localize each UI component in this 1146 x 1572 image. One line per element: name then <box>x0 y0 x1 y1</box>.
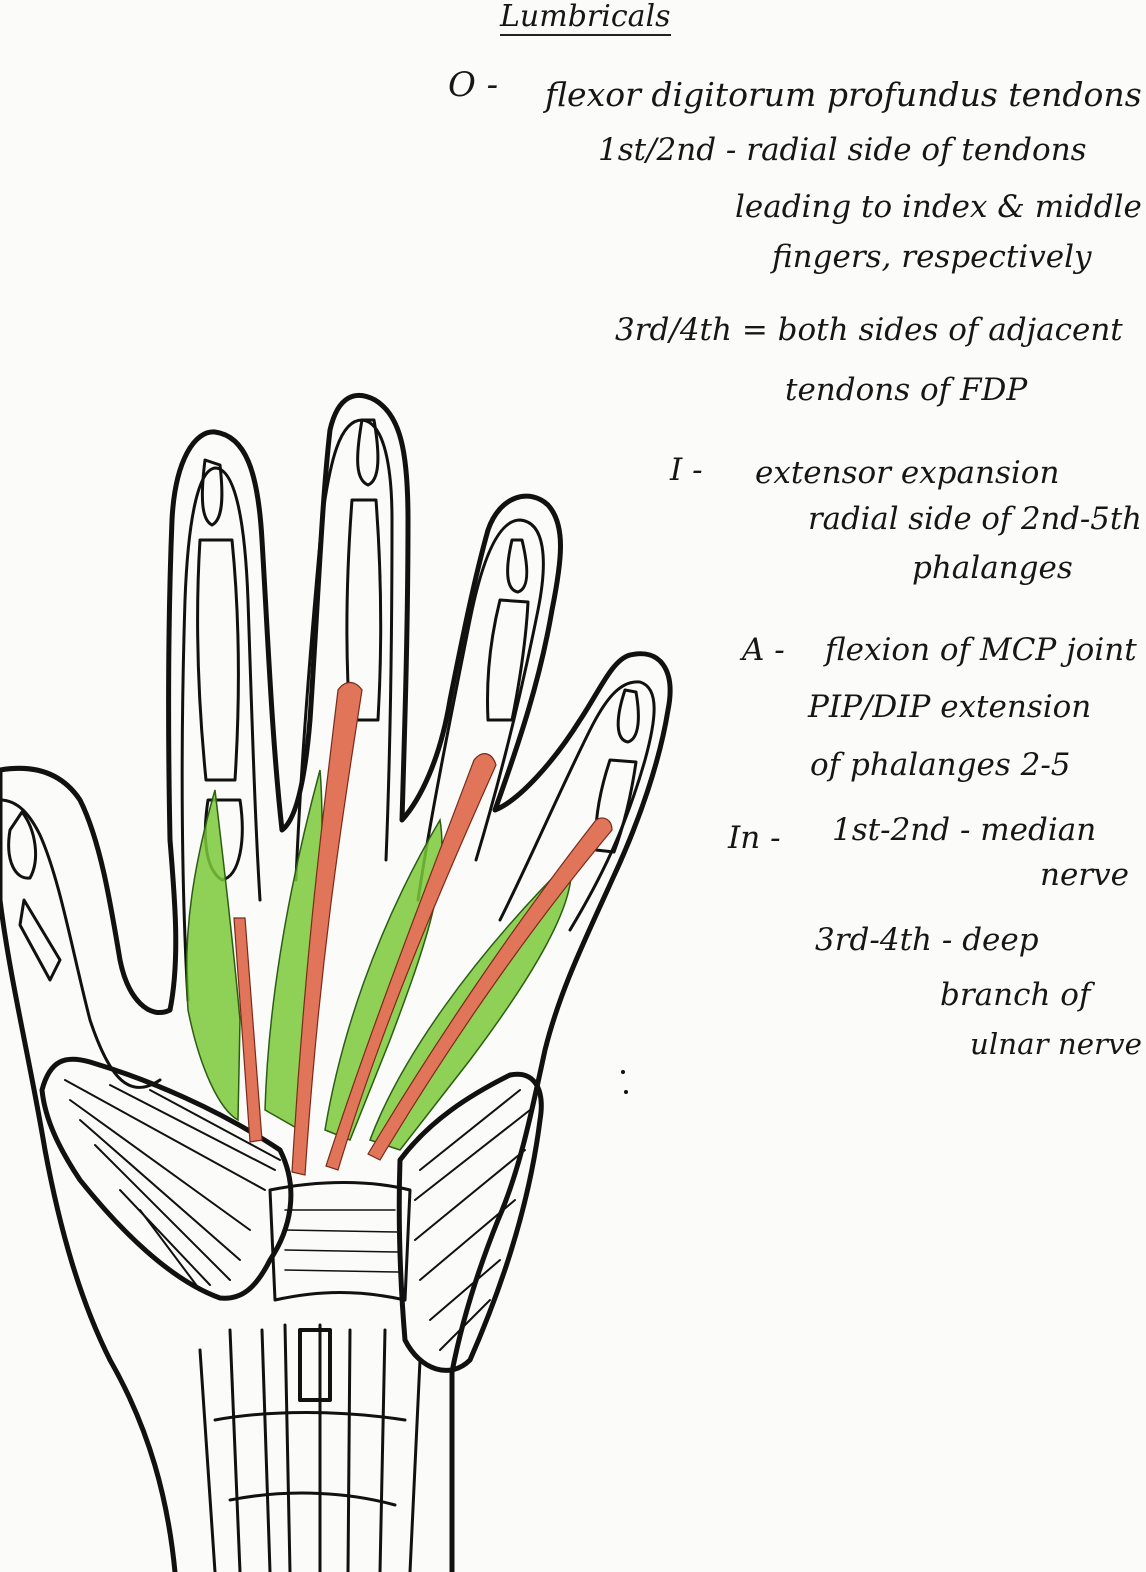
origin-line-4: fingers, respectively <box>772 239 1092 275</box>
action-label: A - <box>742 632 785 668</box>
fdp-tendons <box>233 681 613 1176</box>
insertion-line-3: phalanges <box>912 550 1073 586</box>
action-line-1: flexion of MCP joint <box>825 632 1137 668</box>
origin-label: O - <box>448 65 499 105</box>
innervation-line-5: ulnar nerve <box>970 1027 1142 1061</box>
insertion-line-2: radial side of 2nd-5th <box>808 502 1142 537</box>
page-title: Lumbricals <box>500 0 671 36</box>
origin-line-5: 3rd/4th = both sides of adjacent <box>615 312 1123 348</box>
action-line-3: of phalanges 2-5 <box>810 747 1071 783</box>
innervation-line-1: 1st-2nd - median <box>832 812 1097 848</box>
hand-outline <box>0 393 673 1572</box>
insertion-label: I - <box>670 452 703 488</box>
action-line-2: PIP/DIP extension <box>808 689 1092 725</box>
origin-line-1: flexor digitorum profundus tendons <box>545 75 1142 114</box>
insertion-line-1: extensor expansion <box>755 455 1060 491</box>
innervation-line-4: branch of <box>940 977 1091 1013</box>
origin-line-2: 1st/2nd - radial side of tendons <box>598 132 1087 168</box>
origin-line-3: leading to index & middle <box>735 189 1142 225</box>
innervation-label: In - <box>728 820 781 856</box>
origin-line-6: tendons of FDP <box>785 372 1028 408</box>
innervation-line-2: nerve <box>1040 857 1129 893</box>
innervation-line-3: 3rd-4th - deep <box>815 922 1039 958</box>
